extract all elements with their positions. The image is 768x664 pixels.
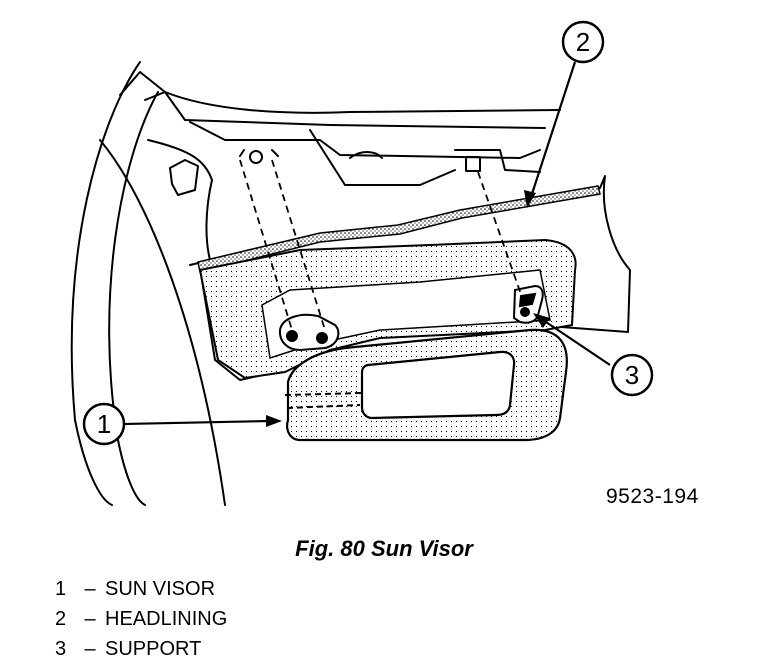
roof-rail-inner — [144, 91, 546, 129]
legend-item-headlining: 2–HEADLINING — [55, 604, 227, 634]
legend: 1–SUN VISOR 2–HEADLINING 3–SUPPORT — [55, 574, 227, 664]
roof-hole-left — [249, 150, 263, 164]
roof-rail-bracket-right — [454, 149, 541, 173]
roof-clip-left — [239, 149, 279, 157]
callout-circle-2 — [561, 20, 605, 64]
legend-item-support: 3–SUPPORT — [55, 634, 227, 664]
a-pillar-outer-line — [70, 61, 141, 506]
legend-number: 1 — [55, 578, 67, 600]
alignment-line-support — [477, 171, 524, 301]
legend-number: 3 — [55, 638, 67, 660]
figure-caption: Fig. 80 Sun Visor — [295, 536, 473, 561]
support-clip-slot — [518, 292, 537, 308]
legend-label: HEADLINING — [105, 608, 228, 630]
legend-dash: – — [84, 578, 96, 600]
alignment-line-left — [239, 159, 293, 331]
callout-circle-3 — [610, 353, 654, 397]
roof-rail-lower — [189, 121, 541, 159]
callout-1: 1 — [82, 402, 126, 446]
roof-support-mount — [465, 156, 481, 172]
leader-line-3 — [539, 317, 611, 366]
legend-label: SUN VISOR — [105, 578, 216, 600]
roof-rail-top — [119, 71, 561, 114]
legend-item-sun-visor: 1–SUN VISOR — [55, 574, 227, 604]
callout-circle-1 — [82, 402, 126, 446]
callout-2: 2 — [561, 20, 605, 64]
alignment-line-mid — [271, 159, 326, 331]
legend-dash: – — [84, 638, 96, 660]
pillar-trim-panel — [147, 139, 213, 261]
sun-visor-mirror — [360, 350, 516, 420]
arrowhead-3 — [533, 313, 550, 328]
visor-pivot-screw-2 — [316, 332, 328, 344]
sun-visor-rod — [284, 392, 363, 409]
a-pillar-inner-line — [108, 91, 159, 506]
callout-number-1: 1 — [97, 409, 111, 439]
callout-number-3: 3 — [625, 360, 639, 390]
roof-rail-bracket — [309, 129, 456, 186]
arrowhead-2 — [524, 190, 536, 208]
leader-line-2 — [528, 61, 577, 201]
support-clip-screw — [520, 307, 530, 317]
callout-3: 3 — [610, 353, 654, 397]
pillar-clip — [169, 159, 199, 196]
visor-pivot-screw-1 — [286, 330, 298, 342]
headlining-bead — [197, 185, 601, 273]
figure-id: 9523-194 — [606, 485, 699, 508]
legend-dash: – — [84, 608, 96, 630]
legend-label: SUPPORT — [105, 638, 202, 660]
arrowhead-1 — [266, 415, 282, 427]
legend-number: 2 — [55, 608, 67, 630]
a-pillar-edge-line — [99, 139, 226, 506]
callout-number-2: 2 — [576, 27, 590, 57]
leader-line-1 — [124, 419, 271, 426]
roof-bracket-mid — [349, 151, 383, 159]
